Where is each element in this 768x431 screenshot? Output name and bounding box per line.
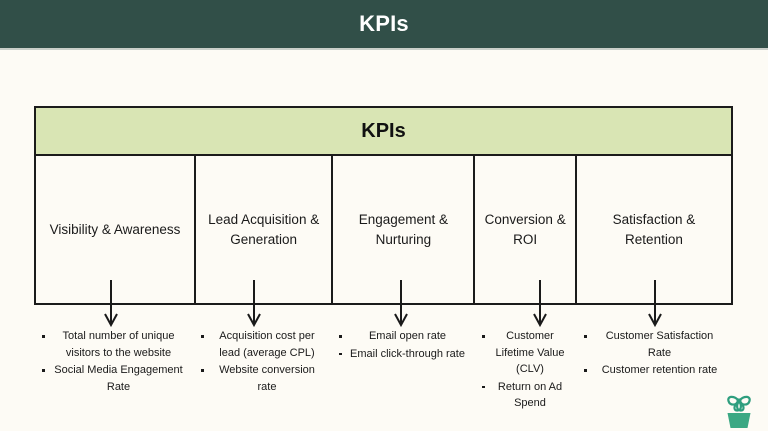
list-item-text: Email open rate <box>368 330 447 342</box>
bullet-list: Customer Lifetime Value (CLV) Return on … <box>478 328 572 412</box>
bullet-square-icon <box>584 369 587 372</box>
bullet-square-icon <box>482 335 485 338</box>
bullet-list: Acquisition cost per lead (average CPL) … <box>197 328 327 395</box>
list-item: Email open rate <box>335 328 470 345</box>
kpi-bullet-lists: Total number of unique visitors to the w… <box>34 328 733 413</box>
list-item-text: Acquisition cost per lead (average CPL) <box>219 330 315 359</box>
list-item: Email click-through rate <box>335 346 470 363</box>
diagram-column-lead-acquisition-generation: Lead Acquisition & Generation <box>194 156 331 303</box>
list-item-text: Social Media Engagement Rate <box>54 364 183 393</box>
list-item-text: Website conversion rate <box>219 364 315 393</box>
bullet-square-icon <box>339 335 342 338</box>
list-item: Website conversion rate <box>197 362 327 395</box>
bullet-square-icon <box>339 352 342 355</box>
column-label: Lead Acquisition & Generation <box>208 211 320 247</box>
list-item: Acquisition cost per lead (average CPL) <box>197 328 327 361</box>
column-label: Satisfaction & Retention <box>612 211 696 247</box>
page-title: KPIs <box>359 11 409 36</box>
column-label: Conversion & ROI <box>484 211 566 247</box>
bullet-square-icon <box>201 335 204 338</box>
bullet-square-icon <box>42 335 45 338</box>
list-item: Customer retention rate <box>580 362 729 379</box>
diagram-column-visibility-awareness: Visibility & Awareness <box>36 156 194 303</box>
list-item-text: Email click-through rate <box>350 347 465 360</box>
list-item: Customer Satisfaction Rate <box>580 328 729 361</box>
bullet-list: Total number of unique visitors to the w… <box>38 328 189 395</box>
diagram-header-title: KPIs <box>361 119 406 142</box>
diagram-column-conversion-roi: Conversion & ROI <box>473 156 574 303</box>
diagram-column-engagement-nurturing: Engagement & Nurturing <box>331 156 473 303</box>
bullet-square-icon <box>584 335 587 338</box>
bullet-block-conversion-roi: Customer Lifetime Value (CLV) Return on … <box>474 328 576 413</box>
list-item-text: Customer Satisfaction Rate <box>605 330 714 359</box>
diagram-column-satisfaction-retention: Satisfaction & Retention <box>574 156 731 303</box>
list-item-text: Customer retention rate <box>601 364 718 376</box>
diagram-columns-row: Visibility & Awareness Lead Acquisition … <box>36 156 731 303</box>
list-item: Total number of unique visitors to the w… <box>38 328 189 361</box>
kpi-diagram: KPIs Visibility & Awareness Lead Acquisi… <box>34 106 733 305</box>
list-item: Return on Ad Spend <box>478 379 572 412</box>
list-item: Social Media Engagement Rate <box>38 362 189 395</box>
page-header-bar: KPIs <box>0 0 768 50</box>
bullet-square-icon <box>201 369 204 372</box>
bullet-list: Customer Satisfaction Rate Customer rete… <box>580 328 729 379</box>
bullet-block-engagement-nurturing: Email open rate Email click-through rate <box>331 328 474 363</box>
list-item-text: Total number of unique visitors to the w… <box>62 330 175 359</box>
bullet-square-icon <box>482 385 485 388</box>
bullet-block-satisfaction-retention: Customer Satisfaction Rate Customer rete… <box>576 328 733 380</box>
column-label: Visibility & Awareness <box>49 221 181 237</box>
bullet-list: Email open rate Email click-through rate <box>335 328 470 362</box>
diagram-header-band: KPIs <box>36 108 731 156</box>
plant-in-pot-logo <box>727 395 751 428</box>
list-item-text: Return on Ad Spend <box>497 380 563 410</box>
bullet-square-icon <box>42 369 45 372</box>
bullet-block-visibility-awareness: Total number of unique visitors to the w… <box>34 328 193 396</box>
bullet-block-lead-acquisition-generation: Acquisition cost per lead (average CPL) … <box>193 328 331 396</box>
column-label: Engagement & Nurturing <box>358 211 449 247</box>
list-item-text: Customer Lifetime Value (CLV) <box>495 330 565 375</box>
list-item: Customer Lifetime Value (CLV) <box>478 328 572 378</box>
